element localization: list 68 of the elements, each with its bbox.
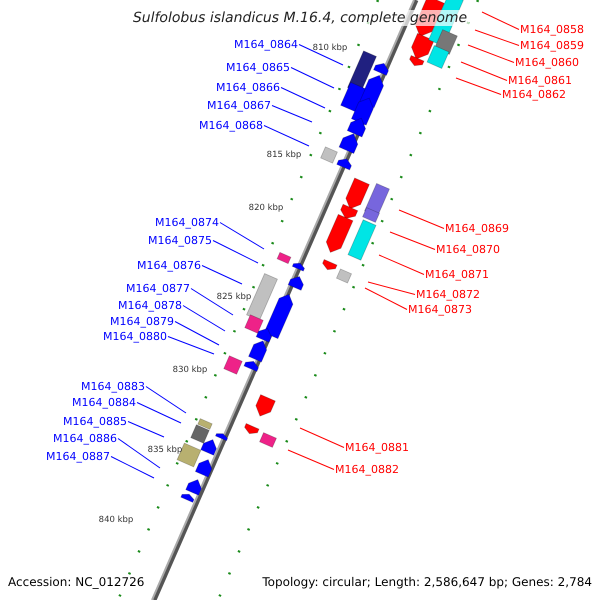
scale-label: 840 kbp [98, 516, 134, 524]
gene-label: M164_0886 [53, 433, 117, 444]
gene-label: M164_0879 [110, 316, 174, 327]
leader-line [456, 78, 502, 95]
leader-line [264, 125, 310, 146]
gene-label: M164_0874 [155, 217, 219, 228]
gene-label: M164_0885 [63, 416, 127, 427]
leader-line [474, 30, 520, 46]
gene-label: M164_0872 [416, 289, 480, 300]
leader-line [280, 87, 326, 108]
gene-label: M164_0880 [103, 331, 167, 342]
leader-line [390, 232, 436, 250]
gene-label: M164_0881 [345, 442, 409, 453]
leader-line [202, 265, 242, 284]
gene-label: M164_0858 [520, 24, 584, 35]
gene-label: M164_0871 [425, 269, 489, 280]
leader-line [146, 386, 186, 414]
gene-label: M164_0870 [436, 244, 500, 255]
leader-line [364, 288, 408, 310]
leader-line [168, 336, 214, 354]
leader-line [468, 44, 514, 63]
gene-label: M164_0867 [207, 100, 271, 111]
gene-label: M164_0877 [126, 283, 190, 294]
gene-label: M164_0866 [216, 82, 280, 93]
info-text: Accession: NC_012726 [8, 576, 144, 588]
gene-label: M164_0864 [234, 39, 298, 50]
scale-label: 825 kbp [216, 293, 252, 302]
gene-label: M164_0876 [137, 260, 201, 271]
leader-line [136, 402, 182, 424]
leader-line [378, 254, 424, 275]
leader-line [212, 240, 258, 264]
scale-label: 820 kbp [248, 204, 284, 212]
gene-label: M164_0865 [226, 62, 290, 73]
leader-line [290, 67, 334, 88]
gene-label: M164_0878 [118, 300, 182, 311]
gene-label: M164_0875 [148, 235, 212, 246]
leader-line [482, 12, 520, 30]
scale-label: 815 kbp [266, 151, 302, 160]
leader-line [300, 428, 344, 448]
leader-line [298, 44, 344, 66]
leader-line [288, 450, 334, 470]
gene-label: M164_0868 [199, 120, 263, 131]
gene-label: M164_0887 [46, 451, 110, 462]
leader-line [174, 321, 220, 346]
leader-line [110, 456, 154, 478]
gene-label: M164_0862 [502, 89, 566, 100]
leader-line [182, 305, 226, 332]
gene-label: M164_0883 [81, 381, 145, 392]
gene-label: M164_0861 [508, 75, 572, 86]
info-text: Topology: circular; Length: 2,586,647 bp; Genes: 2,784 [262, 576, 592, 588]
leader-line [118, 438, 160, 468]
gene-label: M164_0859 [520, 40, 584, 51]
gene-label: M164_0882 [335, 464, 399, 475]
scale-label: 830 kbp [172, 366, 208, 374]
gene-label: M164_0860 [515, 57, 579, 68]
scale-label: 810 kbp [312, 44, 348, 52]
leader-line [190, 288, 234, 316]
title: Sulfolobus islandicus M.16.4, complete genome [130, 10, 470, 26]
gene-label: M164_0873 [408, 304, 472, 315]
leader-line [398, 210, 444, 229]
gene-label: M164_0869 [445, 223, 509, 234]
scale-label: 835 kbp [148, 446, 182, 454]
leader-line [460, 62, 508, 81]
leader-line [220, 222, 264, 250]
leader-line [272, 105, 312, 122]
leader-line [128, 421, 164, 438]
gene-label: M164_0884 [72, 397, 136, 408]
leader-line [368, 282, 416, 295]
